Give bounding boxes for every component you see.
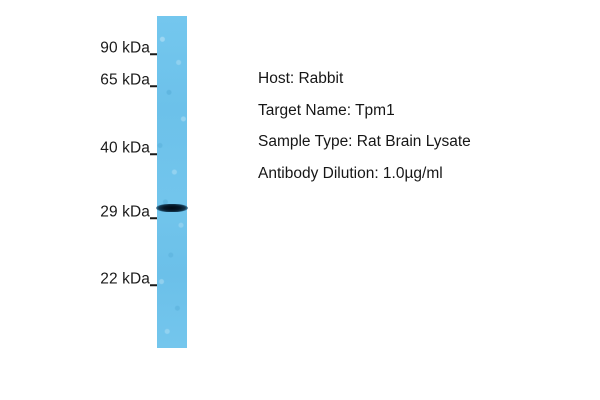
marker-40-kda-label: 40 kDa	[100, 139, 150, 157]
info-line-antibody-dilution: Antibody Dilution: 1.0µg/ml	[258, 164, 443, 182]
info-line-sample-type: Sample Type: Rat Brain Lysate	[258, 133, 471, 150]
marker-65-kda-label: 65 kDa	[100, 71, 150, 89]
marker-22-kda: 22 kDa	[100, 270, 171, 288]
marker-22-kda-label: 22 kDa	[100, 270, 150, 288]
marker-90-kda: 90 kDa	[100, 39, 171, 57]
assay-info-panel: Host: Rabbit Target Name: Tpm1 Sample Ty…	[258, 63, 588, 189]
marker-29-kda-label: 29 kDa	[100, 203, 150, 221]
marker-40-kda: 40 kDa	[100, 139, 171, 157]
protein-band	[156, 204, 188, 212]
info-line-target-name: Target Name: Tpm1	[258, 101, 395, 119]
marker-90-kda-label: 90 kDa	[100, 39, 150, 57]
western-blot-figure: 90 kDa 65 kDa 40 kDa 29 kDa 22 kDa	[0, 0, 230, 400]
marker-65-kda: 65 kDa	[100, 71, 171, 89]
info-line-host: Host: Rabbit	[258, 70, 344, 87]
marker-29-kda: 29 kDa	[100, 203, 171, 221]
sample-lane	[156, 16, 188, 348]
